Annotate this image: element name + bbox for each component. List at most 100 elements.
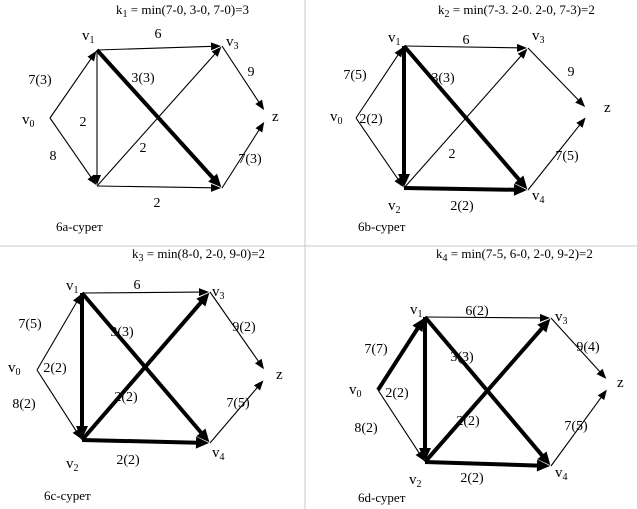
node-label: v xyxy=(66,278,74,294)
panel-header: k4 = min(7-5, 6-0, 2-0, 9-2)=2 xyxy=(436,246,593,264)
edge-label-v4-z: 7(5) xyxy=(226,396,250,411)
node-v2: v2 xyxy=(409,472,422,490)
edge-v1-v2-arrowhead xyxy=(76,426,88,439)
edge-label-v1-v3: 6 xyxy=(463,33,470,48)
edge-label-v2-v4: 2(2) xyxy=(460,471,484,486)
node-v4: v4 xyxy=(532,188,545,206)
node-v3: v3 xyxy=(532,28,545,46)
panel-caption: 6d-сурет xyxy=(358,490,406,505)
edge-v2-v3 xyxy=(423,325,545,464)
header-subscript: 1 xyxy=(123,9,128,20)
edge-v3-z-arrowhead xyxy=(575,97,586,107)
node-label: z xyxy=(272,109,279,125)
edge-label-v1-v2: 2(2) xyxy=(359,112,383,127)
edge-label-v0-v1: 7(7) xyxy=(364,342,388,357)
edge-label-v2-v3: 2 xyxy=(449,147,456,162)
panel-6b: k2 = min(7-3. 2-0. 2-0, 7-3)=27(5)62(2)3… xyxy=(330,2,611,234)
edge-v1-v2-arrowhead xyxy=(93,175,101,185)
edge-v1-v4-arrowhead xyxy=(208,173,222,188)
node-v2: v2 xyxy=(66,456,79,474)
panel-6c: k3 = min(8-0, 2-0, 9-0)=27(5)8(2)62(2)3(… xyxy=(8,246,283,503)
header-k: k xyxy=(116,2,123,17)
node-z: z xyxy=(276,367,283,383)
panel-caption: 6b-сурет xyxy=(358,219,406,234)
node-subscript: 4 xyxy=(540,195,545,206)
node-z: z xyxy=(272,109,279,125)
edge-label-v0-v2: 8(2) xyxy=(12,397,36,412)
edge-v3-z-arrowhead xyxy=(254,358,264,370)
node-subscript: 4 xyxy=(220,452,225,463)
header-formula: = min(7-0, 3-0, 7-0)=3 xyxy=(128,2,250,17)
edge-label-v1-v3: 6 xyxy=(155,27,162,42)
edge-v0-v2 xyxy=(49,117,93,179)
node-label: v xyxy=(212,445,220,461)
edge-v1-v4-arrowhead xyxy=(537,451,551,466)
node-v4: v4 xyxy=(212,445,225,463)
node-label: v xyxy=(349,382,357,398)
edge-v1-v4-arrowhead xyxy=(514,175,528,190)
node-subscript: 2 xyxy=(417,479,422,490)
edge-label-v1-v2: 2 xyxy=(80,115,87,130)
node-z: z xyxy=(604,100,611,116)
edge-v3-z xyxy=(221,45,261,104)
edge-label-v0-v1: 7(5) xyxy=(343,68,367,83)
edge-v0-v1-arrowhead xyxy=(72,293,82,305)
node-subscript: 1 xyxy=(418,309,423,320)
node-label: v xyxy=(82,28,90,44)
node-subscript: 1 xyxy=(90,35,95,46)
node-subscript: 3 xyxy=(563,316,568,327)
header-formula: = min(7-3. 2-0. 2-0, 7-3)=2 xyxy=(450,2,595,17)
edge-v1-v4-arrowhead xyxy=(196,428,210,443)
edge-v1-v4 xyxy=(402,44,522,183)
node-subscript: 2 xyxy=(396,205,401,216)
edge-v2-v4-arrowhead xyxy=(195,436,210,449)
edge-v1-v3 xyxy=(424,316,543,319)
node-subscript: 0 xyxy=(16,367,21,378)
edge-v1-v3-arrowhead xyxy=(516,43,528,52)
panel-6a: k1 = min(7-0, 3-0, 7-0)=37(3)8623(3)2297… xyxy=(22,2,279,234)
edge-v2-v3-arrowhead xyxy=(196,292,210,307)
edge-v2-v4 xyxy=(403,186,517,192)
edge-label-v2-v3: 2(2) xyxy=(456,414,480,429)
edge-label-v0-v2: 8(2) xyxy=(354,421,378,436)
node-label: v xyxy=(8,360,16,376)
edge-v4-z-arrowhead xyxy=(255,121,265,133)
node-subscript: 4 xyxy=(563,472,568,483)
edge-label-v2-v4: 2(2) xyxy=(116,453,140,468)
edge-v0-v1-arrowhead xyxy=(87,50,97,62)
edge-label-v2-v4: 2 xyxy=(154,196,161,211)
edge-v4-z-arrowhead xyxy=(253,380,264,391)
panel-header: k2 = min(7-3. 2-0. 2-0, 7-3)=2 xyxy=(438,2,595,20)
node-v0: v0 xyxy=(330,109,343,127)
panel-header: k3 = min(8-0, 2-0, 9-0)=2 xyxy=(132,246,265,264)
edge-v0-v1 xyxy=(355,53,400,119)
node-z: z xyxy=(617,375,624,391)
node-v1: v1 xyxy=(410,302,423,320)
edge-v3-z-arrowhead xyxy=(255,99,265,111)
node-label: v xyxy=(532,28,540,44)
edge-label-v4-z: 7(5) xyxy=(555,149,579,164)
node-v1: v1 xyxy=(82,28,95,46)
edge-label-v1-v4: 3(3) xyxy=(110,325,134,340)
node-v3: v3 xyxy=(212,284,225,302)
edge-v2-v3-arrowhead xyxy=(537,318,551,333)
edge-v4-z xyxy=(221,128,261,189)
edge-v0-v2 xyxy=(355,117,400,181)
header-subscript: 2 xyxy=(445,9,450,20)
node-subscript: 1 xyxy=(396,37,401,48)
edge-v1-v4 xyxy=(95,48,216,181)
edge-label-v3-z: 9 xyxy=(248,65,255,80)
edge-v0-v1-arrowhead xyxy=(412,317,425,333)
edge-v1-v3 xyxy=(96,45,214,51)
edge-label-v0-v1: 7(3) xyxy=(28,73,52,88)
edge-label-v1-v4: 3(3) xyxy=(131,71,155,86)
edge-v2-v4 xyxy=(81,438,199,445)
node-v4: v4 xyxy=(555,465,568,483)
edge-label-v4-z: 7(3) xyxy=(238,152,262,167)
node-v0: v0 xyxy=(349,382,362,400)
panel-header: k1 = min(7-0, 3-0, 7-0)=3 xyxy=(116,2,249,20)
edge-label-v1-v3: 6(2) xyxy=(465,304,489,319)
node-v1: v1 xyxy=(388,30,401,48)
edge-v1-v3-arrowhead xyxy=(210,42,222,51)
node-label: v xyxy=(212,284,220,300)
